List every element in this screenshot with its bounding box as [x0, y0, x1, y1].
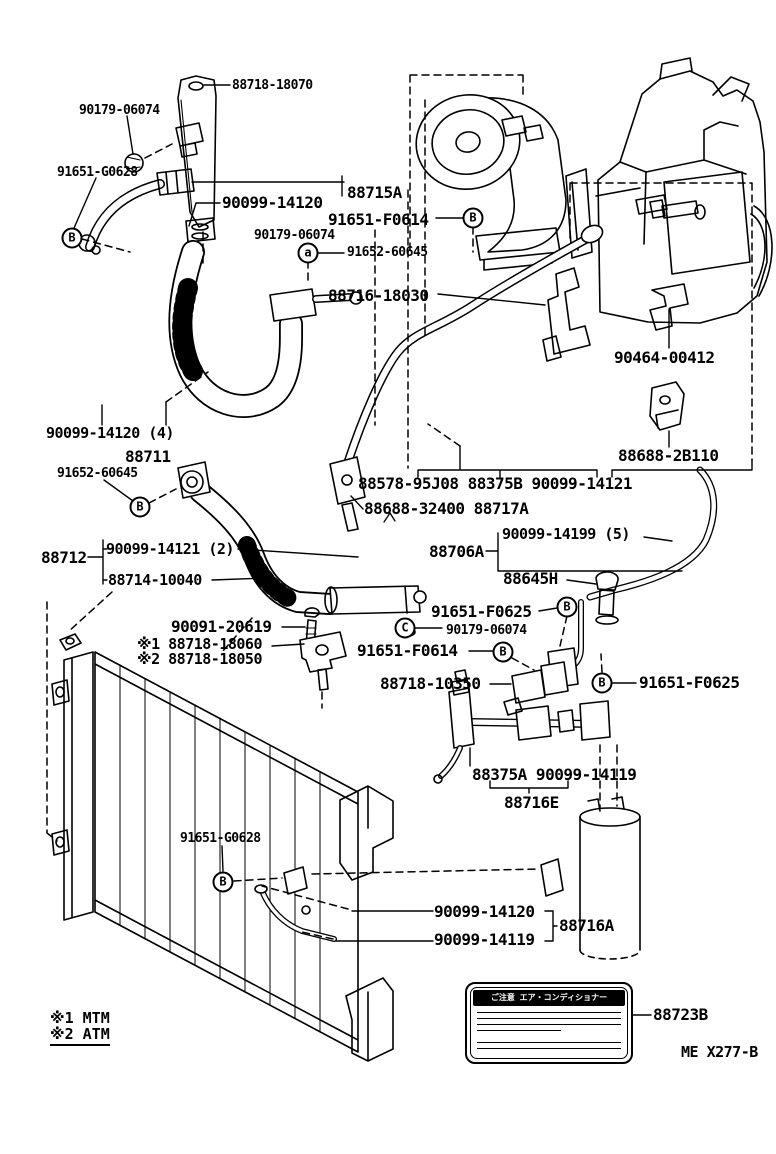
nut-90179 — [124, 153, 144, 173]
leader-lines — [73, 84, 753, 1016]
part-label: ※2 88718-18050 — [137, 650, 262, 668]
part-label: 91652-60645 — [57, 466, 138, 481]
part-label: 88716A — [559, 916, 614, 935]
part-label: 88375A 90099-14119 — [472, 765, 637, 784]
part-label: 91651-G0628 — [180, 831, 261, 846]
part-label: 90099-14120 (4) — [46, 424, 174, 442]
compressor — [415, 93, 567, 271]
fastener-callout: a — [297, 242, 319, 264]
dashed-lines — [46, 74, 753, 940]
part-label: 90099-14120 — [434, 902, 535, 921]
bolt-and-plate — [299, 607, 347, 691]
part-label: 88723B — [653, 1005, 708, 1024]
fastener-callout: B — [556, 596, 578, 618]
caution-label-sticker: ご注意 エア・コンディショナー — [465, 982, 633, 1064]
fastener-callout: B — [129, 496, 151, 518]
part-label: 88715A — [347, 183, 402, 202]
fastener-callout: B — [492, 641, 514, 663]
transmission-notes: ※1 MTM※2 ATM — [50, 1010, 110, 1046]
part-label: 88688-2B110 — [618, 446, 719, 465]
part-label: 91651-F0625 — [431, 602, 532, 621]
part-label: ※1 88718-18060 — [137, 635, 262, 653]
condenser-tubes — [254, 858, 564, 942]
evaporator-housing — [565, 57, 773, 324]
part-label: 90179-06074 — [79, 103, 160, 118]
valve-88645H — [595, 571, 619, 625]
caution-text-line — [477, 1012, 621, 1013]
pipe-88716E — [433, 669, 611, 784]
part-label: 90099-14120 — [222, 193, 323, 212]
part-label: 90099-14119 — [434, 930, 535, 949]
part-label: 88718-10350 — [380, 674, 481, 693]
part-label: 91651-F0614 — [357, 641, 458, 660]
part-label: 91651-G0628 — [57, 165, 138, 180]
bracket-88716-18030 — [547, 267, 591, 355]
clamp-88688-2B110 — [649, 381, 685, 431]
part-label: 90099-14121 (2) — [106, 540, 234, 558]
caution-text-line — [477, 1018, 621, 1019]
clamp-88718-10350 — [511, 661, 569, 704]
part-label: 91652-60645 — [347, 245, 428, 260]
fastener-callout: B — [462, 207, 484, 229]
part-label: 90099-14199 (5) — [502, 525, 630, 543]
note-line: ※1 MTM — [50, 1009, 110, 1027]
part-label: 90091-20619 — [171, 617, 272, 636]
caution-text-line — [477, 1048, 621, 1049]
part-label: 90179-06074 — [254, 228, 335, 243]
part-label: 88716E — [504, 793, 559, 812]
part-label: 91651-F0614 — [328, 210, 429, 229]
part-label: 88706A — [429, 542, 484, 561]
part-label: 88714-10040 — [108, 571, 202, 589]
fastener-callout: B — [61, 227, 83, 249]
caution-text-line — [477, 1024, 621, 1025]
part-label: 88712 — [41, 548, 87, 567]
drawing-code: ME X277-B — [681, 1043, 758, 1061]
part-label: 88645H — [503, 569, 558, 588]
part-label: 90464-00412 — [614, 348, 715, 367]
caution-label-header: ご注意 エア・コンディショナー — [473, 990, 625, 1006]
part-label: 88716-18030 — [328, 286, 429, 305]
note-line: ※2 ATM — [50, 1026, 110, 1046]
receiver-drier — [579, 796, 641, 960]
cushion-90464 — [649, 283, 689, 331]
caution-label-inner-border — [470, 987, 628, 1059]
part-label: 88578-95J08 88375B 90099-14121 — [358, 474, 632, 493]
fastener-callout: C — [394, 617, 416, 639]
part-label: 91651-F0625 — [639, 673, 740, 692]
caution-text-line — [477, 1042, 621, 1043]
hose-88711 — [168, 240, 363, 418]
pipe-88717A — [329, 224, 604, 532]
fastener-callout: B — [212, 871, 234, 893]
caution-text-line — [477, 1030, 561, 1031]
part-label: 88718-18070 — [232, 78, 313, 93]
part-label: 88688-32400 88717A — [364, 499, 529, 518]
condenser — [51, 633, 394, 1062]
fastener-callout: B — [591, 672, 613, 694]
part-label: 90179-06074 — [446, 623, 527, 638]
part-label: 88711 — [125, 447, 171, 466]
